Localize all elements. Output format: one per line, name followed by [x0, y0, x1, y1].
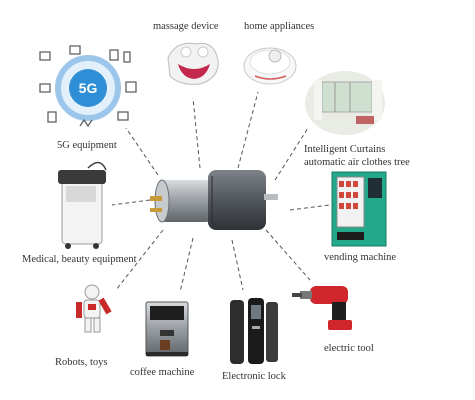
5g-badge: 5G	[79, 80, 98, 96]
coffee-machine-icon	[145, 301, 189, 357]
label-robots-toys: Robots, toys	[55, 357, 108, 368]
label-massage-device: massage device	[153, 21, 219, 32]
vending-machine-icon	[331, 171, 387, 247]
massage-device-icon	[167, 42, 219, 85]
label-vending-machine: vending machine	[324, 252, 397, 263]
power-drill-icon	[292, 286, 352, 330]
label-curtains-line2: automatic air clothes tree	[304, 157, 410, 168]
label-electronic-lock: Electronic lock	[222, 371, 286, 382]
electronic-lock-icon	[230, 298, 278, 364]
label-curtains-line1: Intelligent Curtains	[304, 144, 386, 155]
label-coffee-machine: coffee machine	[130, 367, 195, 378]
dc-gear-motor	[150, 170, 278, 230]
connector-lines	[111, 91, 331, 293]
label-intelligent-curtains: Intelligent Curtains automatic air cloth…	[304, 143, 410, 169]
label-home-appliances: home appliances	[244, 21, 315, 32]
curtain-room-icon	[305, 71, 385, 135]
robot-toy-icon	[76, 284, 112, 333]
label-5g-equipment: 5G equipment	[57, 140, 117, 151]
label-electric-tool: electric tool	[324, 343, 374, 354]
robot-vacuum-icon	[243, 47, 297, 85]
label-medical-beauty: Medical, beauty equipment	[22, 254, 137, 265]
5g-network-icon	[39, 45, 137, 128]
beauty-machine-icon	[58, 161, 107, 249]
